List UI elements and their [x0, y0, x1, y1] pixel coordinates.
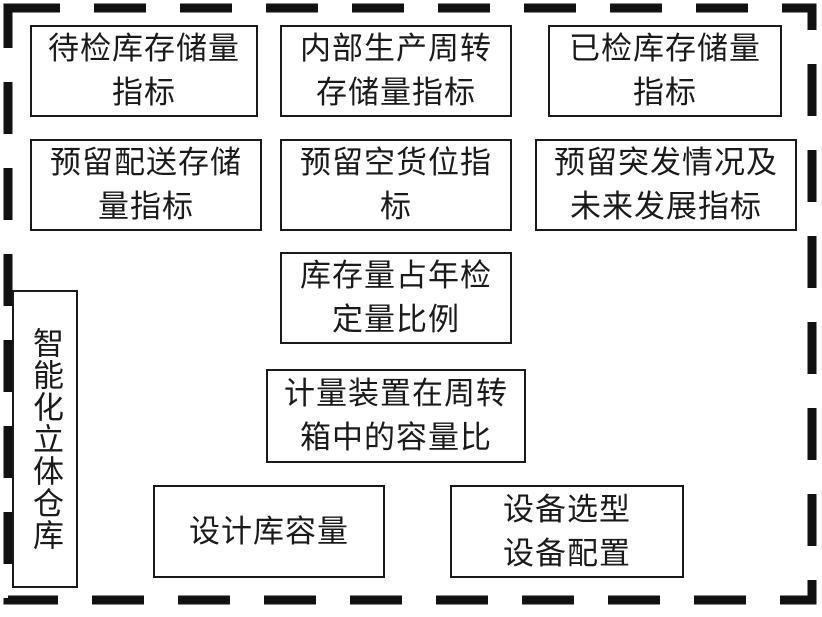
box-reserved-emergency-label: 预留突发情况及 未来发展指标	[554, 145, 778, 225]
box-metering-ratio-label: 计量装置在周转 箱中的容量比	[284, 376, 508, 456]
box-internal-turnover-storage: 内部生产周转 存储量指标	[280, 25, 512, 117]
box-reserved-delivery-storage: 预留配送存储 量指标	[30, 139, 262, 231]
smart-warehouse-label: 智能化立体仓库	[27, 327, 63, 551]
box-inspected-label: 已检库存储量 指标	[569, 31, 761, 111]
box-internal-turnover-label: 内部生产周转 存储量指标	[300, 31, 492, 111]
box-pending-inspection-label: 待检库存储量 指标	[48, 31, 240, 111]
box-metering-capacity-ratio: 计量装置在周转 箱中的容量比	[266, 369, 526, 463]
box-inventory-annual-ratio: 库存量占年检 定量比例	[280, 252, 512, 344]
box-smart-warehouse: 智能化立体仓库	[12, 290, 78, 588]
box-design-capacity-label: 设计库容量	[189, 513, 349, 550]
box-reserved-emergency-future: 预留突发情况及 未来发展指标	[535, 139, 797, 231]
box-inventory-ratio-label: 库存量占年检 定量比例	[300, 258, 492, 338]
box-reserved-delivery-label: 预留配送存储 量指标	[50, 145, 242, 225]
box-pending-inspection-storage: 待检库存储量 指标	[30, 25, 258, 117]
box-reserved-empty-label: 预留空货位指 标	[300, 145, 492, 225]
box-equipment: 设备选型 设备配置	[450, 485, 684, 578]
box-design-capacity: 设计库容量	[153, 485, 385, 578]
box-equipment-label: 设备选型 设备配置	[503, 491, 631, 572]
box-reserved-empty-slots: 预留空货位指 标	[280, 139, 512, 231]
box-inspected-storage: 已检库存储量 指标	[548, 25, 782, 117]
